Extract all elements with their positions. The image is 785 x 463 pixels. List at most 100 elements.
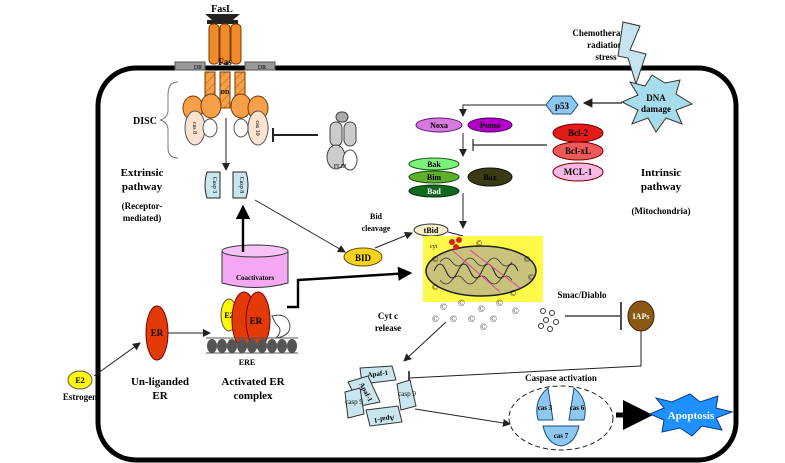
puma-label: Puma (480, 121, 500, 130)
fas-receptor-complex: FasL Fas DR DR DD (174, 4, 276, 109)
casp9-label-b: casp 9 (398, 390, 416, 398)
apoptosis-label: Apoptosis (668, 410, 715, 422)
smac-label: Smac/Diablo (557, 290, 607, 300)
noxa-label: Noxa (430, 121, 448, 130)
estrogen-label: Estrogen (63, 392, 97, 402)
bak-node (408, 157, 460, 171)
bid-label: BID (355, 253, 372, 263)
cas6-label: cas 6 (570, 404, 585, 412)
apoptosis-burst (648, 393, 734, 437)
svg-text:©: © (468, 314, 475, 324)
bax-label: Bax (483, 173, 496, 182)
smac-dots (538, 308, 559, 332)
svg-text:©: © (432, 283, 438, 292)
apaf1-label-c: Apaf-1 (373, 414, 395, 425)
mcl1-node (552, 162, 604, 182)
flip-inhibitor: FLIP (272, 111, 358, 171)
chemo-label-3: stress (595, 52, 617, 62)
noxa-node (415, 117, 463, 133)
er-bound-label: ER (250, 316, 263, 326)
dr-label-right: DR (258, 65, 266, 71)
er-unliganded-label: ER (151, 328, 164, 338)
cyt-label: cyt (430, 244, 438, 250)
unliganded-label-2: ER (152, 390, 168, 402)
fasl-label: FasL (211, 4, 233, 15)
ere-label: ERE (239, 358, 255, 367)
effector-caspases: cas 3 cas 6 cas 7 (536, 387, 586, 447)
svg-text:©: © (528, 273, 534, 282)
bax-node (467, 167, 513, 187)
tbid-label: tBid (424, 226, 439, 235)
cas3-label: cas 3 (538, 404, 553, 412)
svg-text:©: © (524, 255, 530, 264)
dr-label-left: DR (194, 65, 202, 71)
bcl2-label: Bcl-2 (568, 128, 588, 138)
svg-text:©: © (450, 314, 457, 324)
svg-text:©: © (490, 314, 497, 324)
casp3-active-label: Casp 3 (211, 177, 217, 194)
casp10-disc-label: cas 10 (254, 120, 260, 135)
bclxl-node (552, 141, 604, 161)
cytc-label-2: release (375, 323, 401, 333)
activated-label-1: Activated ER (221, 376, 285, 388)
disc-complex: cas 8 cas 10 DISC (133, 81, 269, 171)
cytochrome-c-dots: ©© ©© ©© ©© ©© (432, 298, 519, 332)
bim-label: Bim (427, 173, 442, 182)
bad-label: Bad (427, 187, 441, 196)
extrinsic-label-3: (Receptor- (122, 201, 163, 211)
chemo-label-2: radiation, (587, 40, 625, 50)
coactivators-label: Coactivators (236, 274, 274, 282)
svg-text:©: © (496, 298, 503, 308)
svg-text:©: © (432, 255, 438, 264)
mcl1-label: MCL-1 (564, 167, 593, 177)
cell-membrane (95, 65, 739, 463)
bak-label: Bak (427, 160, 441, 169)
unliganded-label-1: Un-liganded (131, 376, 189, 388)
e2-bound-label: E2 (224, 311, 233, 320)
ere-dna: ERE (206, 337, 298, 367)
bid-node (343, 247, 383, 267)
chemo-label-1: Chemotherapy, (572, 28, 631, 38)
svg-text:©: © (432, 314, 439, 324)
e2-free-label: E2 (75, 376, 84, 385)
svg-text:©: © (458, 298, 465, 308)
extrinsic-label-4: mediated) (123, 213, 162, 223)
bad-node (408, 184, 460, 198)
cas7-label: cas 7 (554, 432, 569, 440)
bim-node (408, 170, 460, 184)
cytc-label-1: Cyt c (378, 311, 398, 321)
mitochondrion: cyt © © © © © © (423, 236, 543, 302)
bid-cleavage-label-1: Bid (370, 212, 383, 221)
casp9-label-a: casp 9 (345, 398, 363, 406)
casp8-active-label: Casp 8 (238, 177, 244, 194)
svg-text:©: © (440, 302, 447, 312)
casp8-disc-label: cas 8 (191, 122, 197, 134)
disc-label: DISC (133, 116, 157, 127)
active-caspases: Casp 3 Casp 8 (204, 171, 249, 199)
svg-text:©: © (480, 322, 487, 332)
puma-node (467, 117, 513, 133)
apaf1-label-a: Apaf-1 (367, 369, 389, 379)
intrinsic-label-2: pathway (641, 181, 682, 193)
caspase-activation-ring (508, 385, 614, 451)
extrinsic-label-1: Extrinsic (121, 167, 164, 179)
estrogen-node (67, 370, 93, 390)
svg-text:©: © (476, 239, 482, 248)
caspase-activation-label: Caspase activation (525, 373, 597, 383)
lightning-icon (617, 21, 647, 86)
intrinsic-label-1: Intrinsic (641, 167, 681, 179)
apoptosome: Apaf-1 Apaf-1 Apaf-1 casp 9 casp 9 (344, 365, 417, 427)
flip-label: FLIP (334, 164, 347, 170)
svg-text:©: © (478, 304, 485, 314)
dna-label-2: damage (641, 104, 671, 114)
activated-label-2: complex (233, 390, 273, 402)
coactivators: Coactivators (221, 244, 289, 288)
bclxl-label: Bcl-xL (565, 146, 591, 156)
iaps-label: IAPs (633, 312, 650, 321)
fas-label: Fas (218, 57, 232, 67)
intrinsic-label-3: (Mitochondria) (632, 206, 691, 216)
svg-text:©: © (510, 289, 516, 298)
p53-label: p53 (555, 101, 570, 111)
extrinsic-label-2: pathway (122, 181, 163, 193)
